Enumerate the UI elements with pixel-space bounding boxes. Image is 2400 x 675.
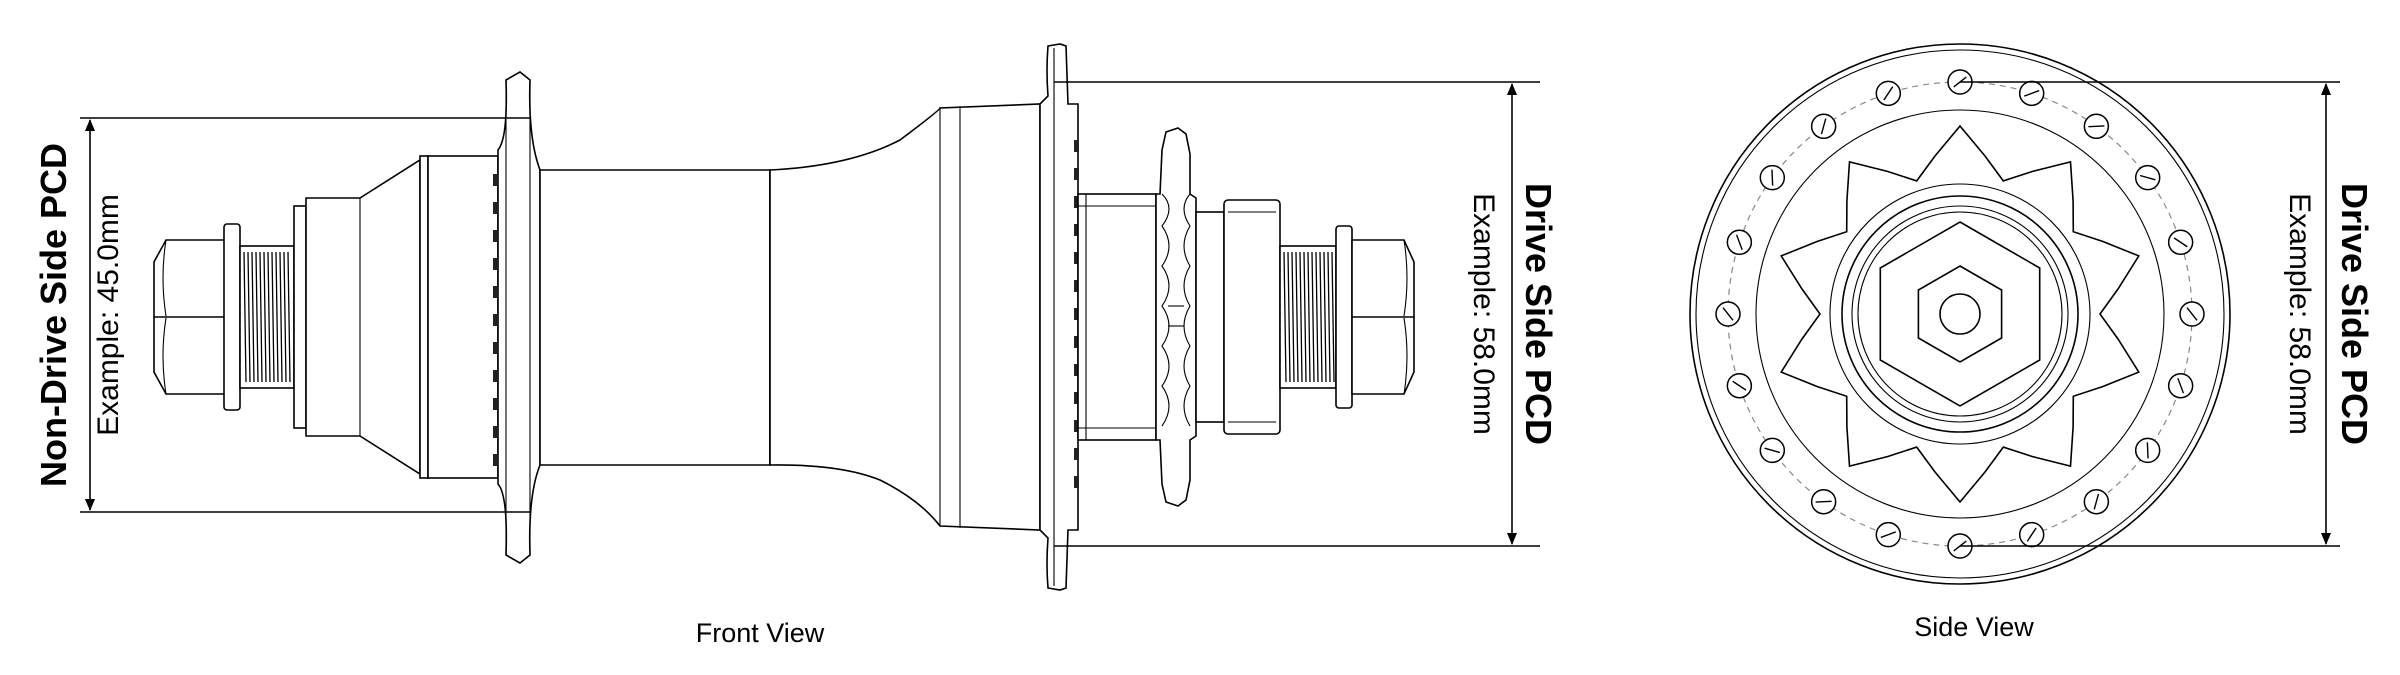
drive-pcd-example: Example: 58.0mm [1467, 193, 1500, 435]
axle-end [1841, 195, 2079, 433]
right-locknut [1351, 239, 1415, 395]
non-drive-pcd-title: Non-Drive Side PCD [33, 143, 74, 487]
side-drive-pcd-example: Example: 58.0mm [2283, 193, 2316, 435]
side-view-title: Side View [1914, 612, 2034, 642]
right-spacer-bearing [1195, 199, 1281, 435]
drive-pcd-title: Drive Side PCD [1518, 183, 1559, 445]
drive-pcd-dimension [1054, 81, 1540, 547]
single-speed-cog [1155, 127, 1197, 507]
drive-flange [1039, 43, 1079, 591]
freehub-body [1077, 193, 1157, 441]
non-drive-flange [493, 71, 541, 564]
hub-body [539, 103, 1041, 531]
front-view-drawing: Non-Drive Side PCD Example: 45.0mm Drive… [33, 43, 1559, 648]
non-drive-pcd-dimension [80, 117, 530, 513]
side-view-drawing: Drive Side PCD Example: 58.0mm Side View [1689, 43, 2375, 642]
left-bearing-cone [305, 155, 499, 479]
side-drive-pcd-dimension [1960, 81, 2340, 547]
left-threaded-axle [223, 205, 307, 429]
right-threaded-axle [1279, 225, 1353, 409]
side-drive-pcd-title: Drive Side PCD [2334, 183, 2375, 445]
non-drive-pcd-example: Example: 45.0mm [92, 194, 125, 436]
front-view-title: Front View [696, 618, 825, 648]
spoke-holes [1715, 69, 2205, 559]
